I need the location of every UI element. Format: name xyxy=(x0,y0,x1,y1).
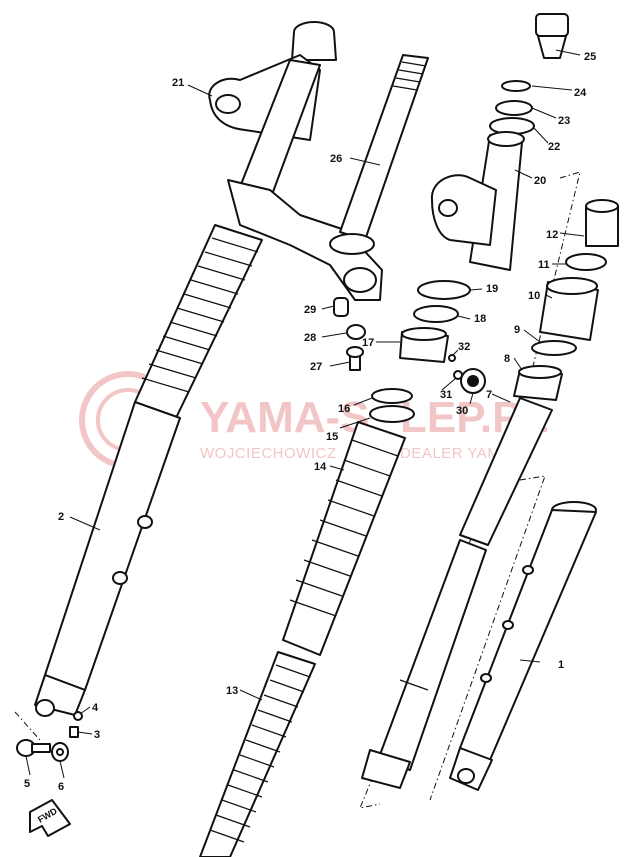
leader-lines xyxy=(25,49,585,779)
boot-and-spring xyxy=(199,421,406,857)
axle-hardware xyxy=(16,711,83,762)
callout-18: 18 xyxy=(474,313,486,325)
callout-30: 30 xyxy=(456,405,468,417)
callout-29: 29 xyxy=(304,304,316,316)
callout-8: 8 xyxy=(504,353,510,365)
callout-9: 9 xyxy=(514,324,520,336)
callout-5: 5 xyxy=(24,778,30,790)
damper-rod xyxy=(361,397,553,789)
callout-2: 2 xyxy=(58,511,64,523)
callout-3: 3 xyxy=(94,729,100,741)
callout-24: 24 xyxy=(574,87,587,99)
callout-13: 13 xyxy=(226,685,238,697)
callout-21: 21 xyxy=(172,77,184,89)
callout-4: 4 xyxy=(92,702,99,714)
callout-28: 28 xyxy=(304,332,316,344)
right-outer-tube xyxy=(449,501,597,791)
callout-20: 20 xyxy=(534,175,546,187)
callout-27: 27 xyxy=(310,361,322,373)
callout-16: 16 xyxy=(338,403,350,415)
fwd-arrow-icon: FWD xyxy=(29,799,71,837)
callout-19: 19 xyxy=(486,283,498,295)
watermark-title-left: YAMA-S xyxy=(200,393,370,442)
pinch-bolt-hardware xyxy=(333,297,366,371)
left-fork-assembly xyxy=(34,21,383,717)
callout-17: 17 xyxy=(362,337,374,349)
right-side-seals xyxy=(513,199,619,401)
callout-15: 15 xyxy=(326,431,338,443)
callout-32: 32 xyxy=(458,341,470,353)
steering-stem xyxy=(329,54,429,255)
callout-25: 25 xyxy=(584,51,596,63)
callout-23: 23 xyxy=(558,115,570,127)
watermark-subtitle-left: WOJCIECHOWICZ xyxy=(200,445,336,462)
callout-12: 12 xyxy=(546,229,558,241)
right-upper-stack xyxy=(369,13,569,423)
callout-labels: 25 24 23 22 20 21 26 12 11 10 9 8 7 19 1… xyxy=(24,51,596,793)
callout-26: 26 xyxy=(330,153,342,165)
callout-1: 1 xyxy=(558,659,564,671)
callout-14: 14 xyxy=(314,461,327,473)
callout-10: 10 xyxy=(528,290,540,302)
callout-31: 31 xyxy=(440,389,452,401)
callout-11: 11 xyxy=(538,259,550,271)
callout-22: 22 xyxy=(548,141,560,153)
callout-6: 6 xyxy=(58,781,64,793)
alignment-lines xyxy=(14,171,581,809)
callout-7: 7 xyxy=(486,389,492,401)
